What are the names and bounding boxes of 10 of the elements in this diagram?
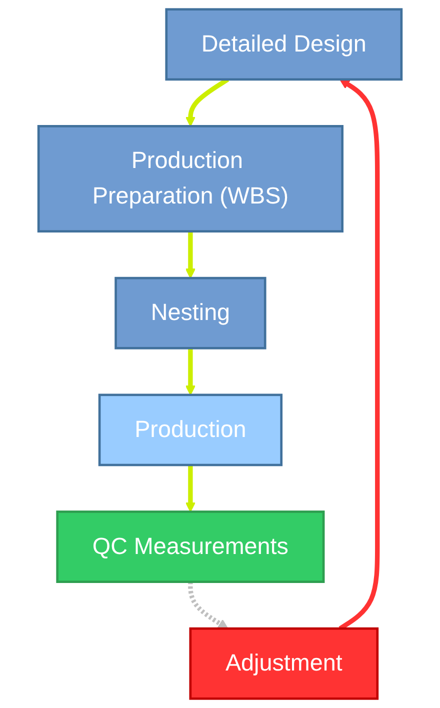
arrow [185,348,196,396]
node-box: Production [98,394,283,466]
arrow [188,582,228,630]
arrow [185,465,196,512]
node-box: Adjustment [189,627,379,700]
node-box: Detailed Design [165,8,403,81]
node-box: Nesting [114,276,266,350]
arrow [185,231,196,279]
node-box: QC Measurements [56,510,325,583]
node-box: Production Preparation (WBS) [37,125,344,232]
